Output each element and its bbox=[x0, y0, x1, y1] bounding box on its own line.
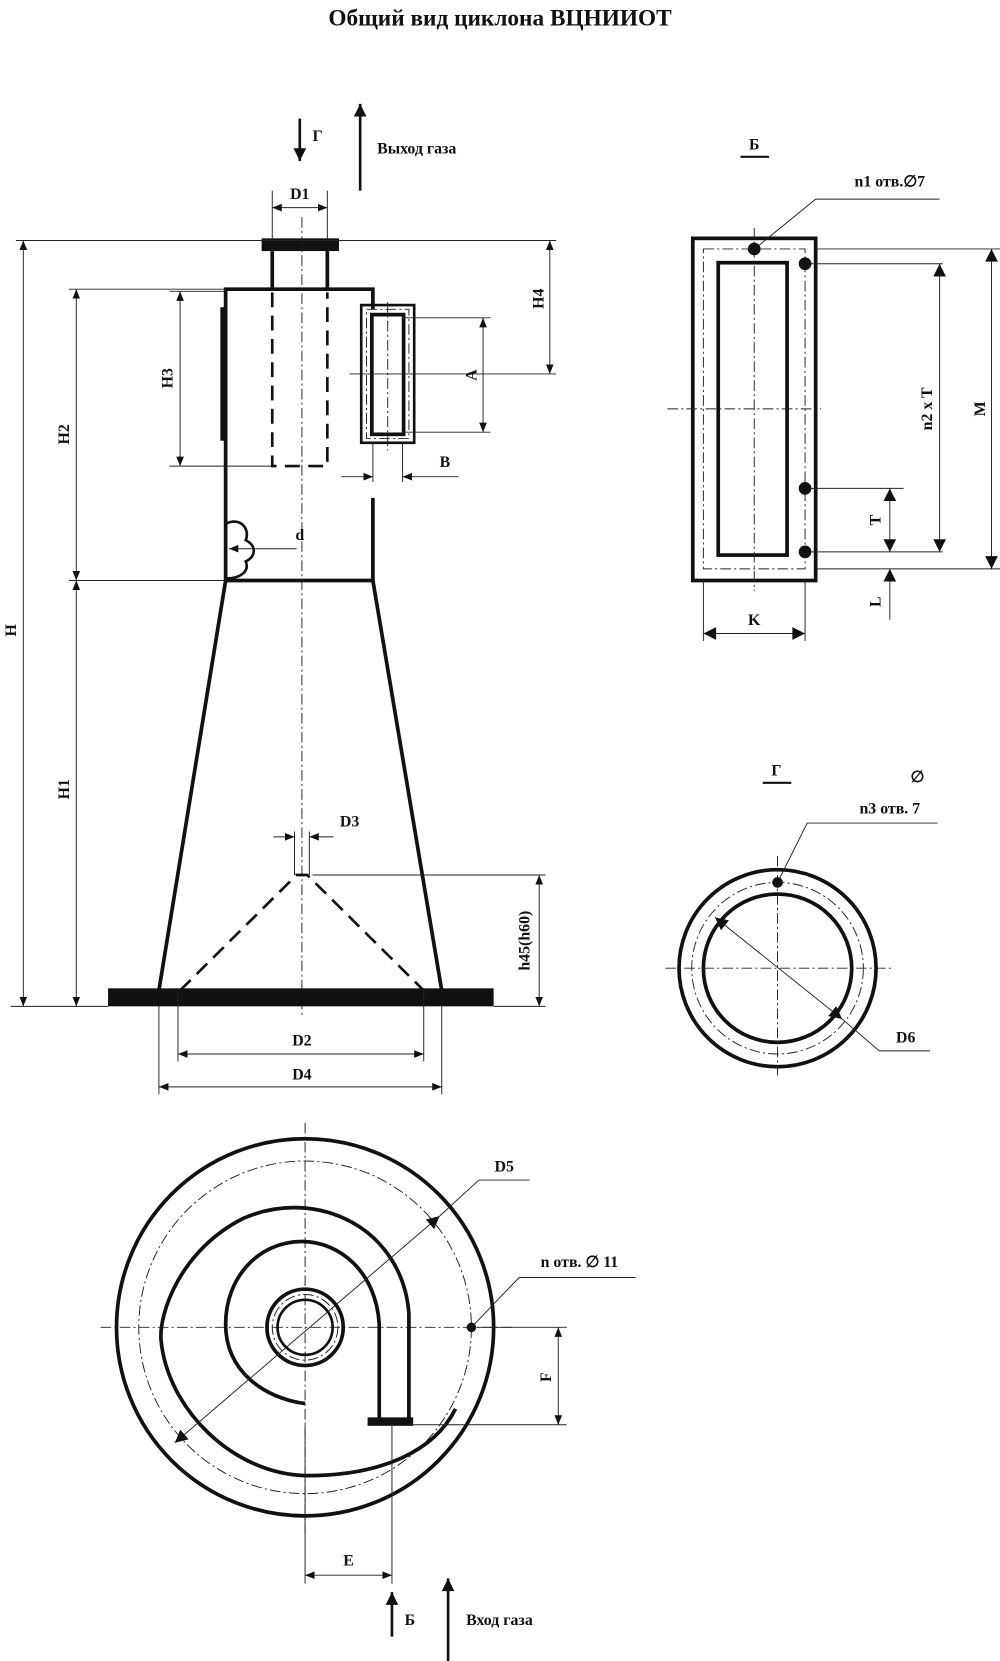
outlet-flange bbox=[261, 238, 339, 252]
plan-view: D5 n отв. ∅ 11 F E Б Вход газа bbox=[100, 1122, 636, 1661]
drawing-title: Общий вид циклона ВЦНИИОТ bbox=[328, 5, 672, 31]
view-g-arrow-label: Г bbox=[313, 128, 323, 145]
dim-d4-label: D4 bbox=[292, 1066, 311, 1083]
base-plate bbox=[108, 988, 494, 1007]
dim-d1-label: D1 bbox=[290, 186, 309, 203]
view-b-title: Б bbox=[749, 136, 760, 153]
flange-holes bbox=[747, 242, 812, 559]
view-g-title: Г bbox=[771, 762, 781, 779]
dim-a-label: A bbox=[464, 369, 481, 381]
dim-t-label: T bbox=[867, 514, 884, 525]
exhaust-pipe-hidden bbox=[270, 292, 329, 468]
gas-outlet-label: Выход газа bbox=[377, 141, 456, 158]
holes-note: n отв. ∅ 11 bbox=[541, 1254, 619, 1271]
dim-h1-label: H1 bbox=[56, 779, 73, 799]
dim-d6-label: D6 bbox=[896, 1029, 915, 1046]
dim-e-label: E bbox=[343, 1553, 354, 1570]
dim-l-label: L bbox=[867, 596, 884, 607]
dim-h-label: H bbox=[3, 623, 20, 636]
view-g-holes-note: n3 отв. 7 bbox=[859, 801, 920, 818]
dim-m-label: M bbox=[972, 401, 989, 416]
dim-k-label: K bbox=[748, 612, 761, 629]
dim-h2-label: H2 bbox=[56, 424, 73, 444]
dim-h3-label: H3 bbox=[160, 368, 177, 388]
dim-d2-label: D2 bbox=[292, 1033, 311, 1050]
dust-cone-hidden bbox=[179, 873, 425, 992]
cone bbox=[157, 580, 228, 991]
dim-d-label: d bbox=[295, 527, 304, 544]
view-b: Б n1 отв.∅7 M n2 x T T L K bbox=[667, 136, 1000, 641]
spiral-outer bbox=[159, 1205, 458, 1478]
main-view: Г Выход газа D1 A H4 B H3 H2 H1 H d bbox=[3, 103, 557, 1095]
dim-h45-label: h45(h60) bbox=[517, 911, 534, 971]
diameter-symbol: ∅ bbox=[910, 769, 924, 786]
dim-d5-label: D5 bbox=[495, 1159, 514, 1176]
spiral-inner bbox=[223, 1239, 382, 1420]
dim-h4-label: H4 bbox=[530, 289, 547, 309]
dim-d3-label: D3 bbox=[340, 813, 359, 830]
view-b-arrow-label: Б bbox=[405, 1612, 416, 1629]
dim-n2t-label: n2 x T bbox=[919, 387, 936, 430]
view-g: Г ∅ n3 отв. 7 D6 bbox=[665, 762, 938, 1076]
view-b-holes-note: n1 отв.∅7 bbox=[855, 173, 926, 190]
gas-inlet-label: Вход газа bbox=[466, 1612, 533, 1629]
dim-b-label: B bbox=[440, 454, 451, 471]
dim-f-label: F bbox=[538, 1372, 555, 1382]
